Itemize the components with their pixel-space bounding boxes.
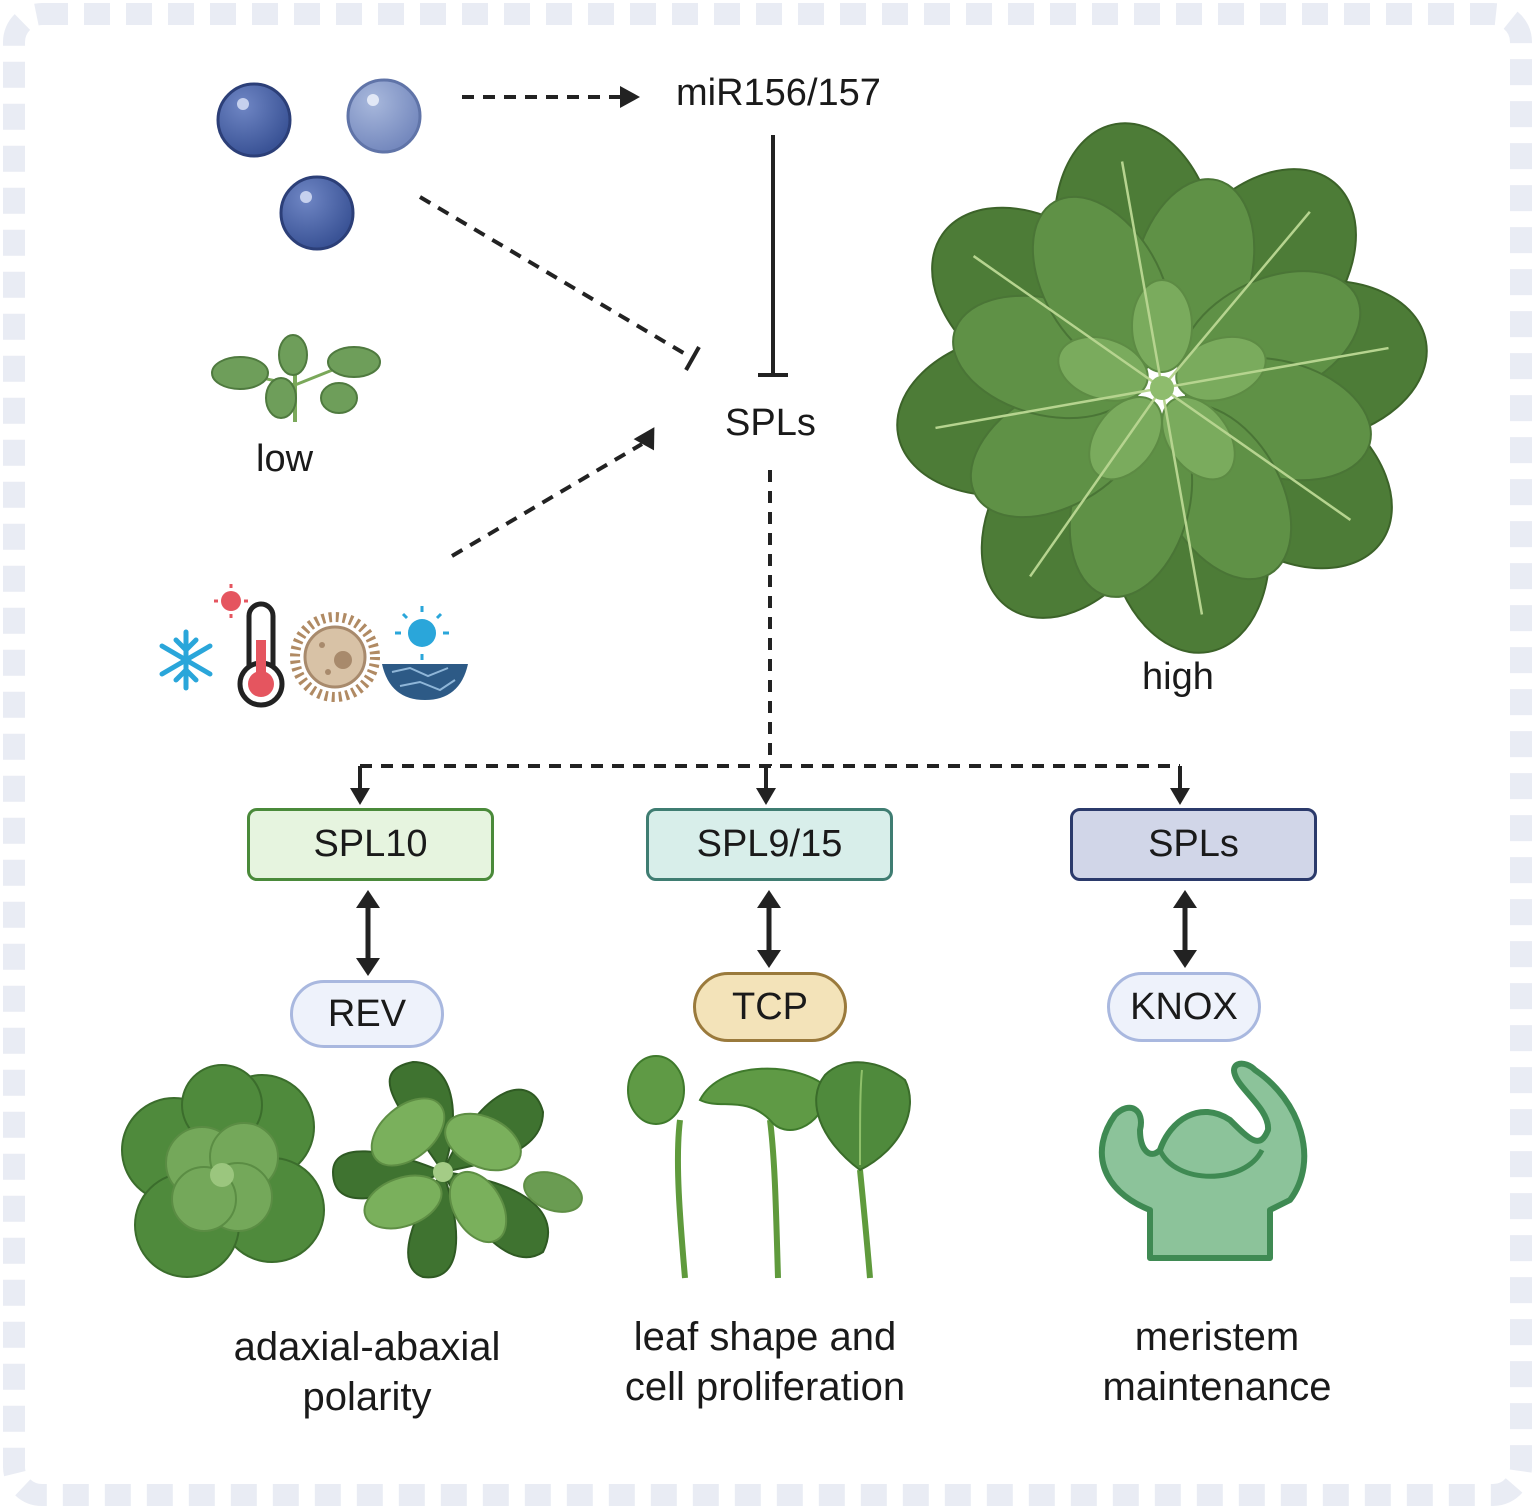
- leaf-outcome: leaf shape and cell proliferation: [585, 1312, 945, 1412]
- rev-pill: REV: [290, 980, 444, 1048]
- polarity-outcome: adaxial-abaxial polarity: [187, 1322, 547, 1422]
- arrow-stress-to-spls: [450, 442, 644, 558]
- meristem-icon: [1098, 1060, 1308, 1261]
- spl915-box: SPL9/15: [646, 808, 893, 881]
- drought-soil-icon: [382, 606, 468, 700]
- arrow-head: [1173, 950, 1197, 968]
- outcome-line: leaf shape and: [633, 1315, 897, 1359]
- inhibit-sugar-to-spls: [418, 195, 694, 360]
- arrow-head: [1173, 890, 1197, 908]
- spls-center-label: SPLs: [725, 402, 816, 444]
- arrow-head: [1170, 788, 1190, 805]
- knox-pill: KNOX: [1107, 972, 1261, 1042]
- tcp-pill: TCP: [693, 972, 847, 1042]
- low-label: low: [256, 438, 314, 480]
- outcome-line: adaxial-abaxial: [233, 1325, 501, 1369]
- leaf-icon: [698, 1067, 832, 1279]
- thermometer-icon: [214, 584, 285, 708]
- spls-box: SPLs: [1070, 808, 1317, 881]
- spl10-box: SPL10: [247, 808, 494, 881]
- leaf-icon: [627, 1055, 688, 1279]
- pollen-icon: [290, 612, 380, 702]
- rosette-plant-icon: [331, 1060, 583, 1279]
- arrow-head: [757, 950, 781, 968]
- leaf-icon: [815, 1061, 911, 1279]
- arrow-head: [633, 427, 655, 451]
- arrow-head: [757, 890, 781, 908]
- outcome-line: polarity: [302, 1375, 432, 1419]
- outcome-line: maintenance: [1102, 1365, 1332, 1409]
- outcome-line: cell proliferation: [624, 1365, 906, 1409]
- arrow-head: [356, 890, 380, 908]
- snowflake-icon: [159, 629, 213, 691]
- frame-border: [3, 3, 1532, 1506]
- rosette-plant-icon: [896, 122, 1428, 654]
- arrow-head: [350, 788, 370, 805]
- arrow-head: [356, 958, 380, 976]
- mir-label: miR156/157: [676, 72, 881, 114]
- sugar-sphere-icon: [216, 78, 422, 251]
- high-label: high: [1142, 656, 1214, 698]
- outcome-line: meristem: [1134, 1315, 1300, 1359]
- rosette-plant-icon: [121, 1064, 325, 1278]
- seedling-icon: [211, 334, 381, 422]
- inhibit-bar: [684, 346, 701, 371]
- arrow-head: [756, 788, 776, 805]
- arrow-head: [620, 86, 640, 108]
- meristem-outcome: meristem maintenance: [1037, 1312, 1397, 1412]
